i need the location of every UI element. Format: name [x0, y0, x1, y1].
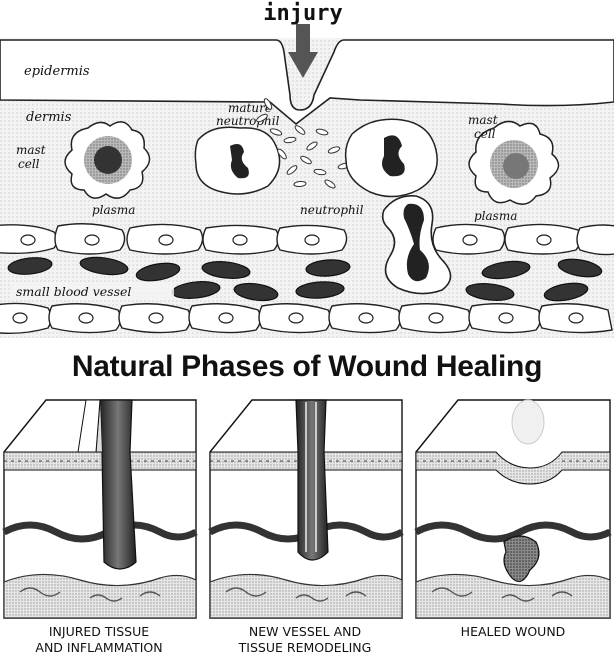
- caption-injured-tissue: INJURED TISSUE AND INFLAMMATION: [4, 624, 194, 656]
- panel-injured-tissue: [4, 400, 196, 618]
- neutrophil-label: neutrophil: [300, 203, 364, 217]
- panel-new-vessel: [210, 400, 402, 618]
- caption-injured-tissue-line-1: INJURED TISSUE: [4, 624, 194, 640]
- mast-cell-left-label-1: mast: [16, 143, 46, 157]
- caption-new-vessel: NEW VESSEL AND TISSUE REMODELING: [210, 624, 400, 656]
- mature-neutrophil-label-2: neutrophil: [216, 114, 280, 128]
- panel-healed-wound: [416, 400, 610, 618]
- figure-title: Natural Phases of Wound Healing: [0, 350, 614, 384]
- injury-label: injury: [263, 1, 342, 26]
- neutrophil-tissue: [346, 119, 438, 196]
- vessel-upper-wall: [0, 222, 614, 256]
- plasma-left-label: plasma: [92, 203, 135, 217]
- plasma-right-label: plasma: [474, 209, 517, 223]
- caption-new-vessel-line-1: NEW VESSEL AND: [210, 624, 400, 640]
- caption-healed-wound: HEALED WOUND: [418, 624, 608, 640]
- injury-diagram: injury epidermis dermis mast cell mature…: [0, 0, 614, 340]
- vessel-lower-wall: [0, 302, 614, 338]
- small-blood-vessel-label: small blood vessel: [16, 284, 131, 299]
- caption-new-vessel-line-2: TISSUE REMODELING: [210, 640, 400, 656]
- mast-cell-left-label-2: cell: [18, 157, 40, 171]
- mast-cell-left: [65, 122, 150, 198]
- healing-phases-panels: [0, 392, 614, 622]
- dermis-label: dermis: [26, 110, 72, 125]
- mast-cell-right-label-2: cell: [474, 127, 496, 141]
- caption-healed-wound-line-1: HEALED WOUND: [418, 624, 608, 640]
- mast-cell-right-label-1: mast: [468, 113, 498, 127]
- caption-injured-tissue-line-2: AND INFLAMMATION: [4, 640, 194, 656]
- mature-neutrophil: [195, 127, 279, 194]
- epidermis-label: epidermis: [24, 64, 90, 79]
